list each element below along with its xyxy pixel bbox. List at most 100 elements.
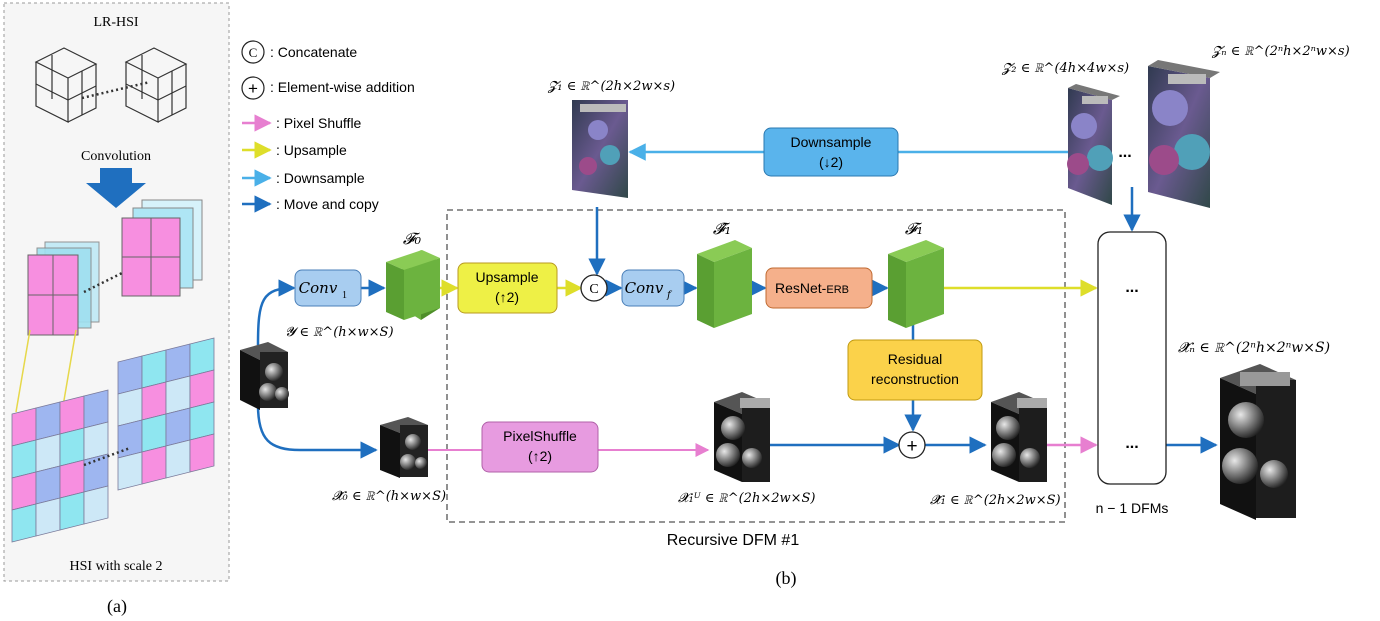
mosaic-cell	[165, 343, 191, 383]
downsample-scale: (↓2)	[819, 154, 843, 170]
mosaic-cell	[141, 413, 167, 453]
zn-label: 𝓩ₙ ∈ ℝ^(2ⁿh×2ⁿw×s)	[1211, 44, 1350, 59]
mosaic-cell	[59, 427, 85, 467]
legend-downsample-label: : Downsample	[276, 170, 365, 186]
lr-grid-right	[124, 47, 188, 123]
downsample-label: Downsample	[791, 134, 872, 150]
legend: C : Concatenate + : Element-wise additio…	[241, 40, 415, 213]
z1-label: 𝓩₁ ∈ ℝ^(2h×2w×s)	[547, 79, 675, 94]
convolution-arrow-icon	[86, 168, 146, 208]
shuffle-guide-left	[15, 329, 31, 413]
f1-cube	[888, 240, 944, 328]
x1-label: 𝓧̃₁ ∈ ℝ^(2h×2w×S)	[930, 493, 1061, 508]
dfm-stack-block: ... ...	[1097, 231, 1167, 485]
arrow-y-to-x0	[256, 404, 378, 459]
add-symbol: +	[906, 436, 917, 457]
caption-b: (b)	[776, 568, 797, 589]
caption-a: (a)	[107, 596, 127, 617]
z2-label: 𝓩₂ ∈ ℝ^(4h×4w×s)	[1001, 61, 1129, 76]
residual-line1: Residual	[888, 351, 942, 367]
convf-block: Conv f	[621, 269, 685, 307]
legend-concat-label: : Concatenate	[270, 44, 357, 60]
arrow-y-to-conv1	[256, 279, 296, 346]
mosaic-cell	[11, 503, 37, 543]
legend-concat-icon	[241, 40, 265, 64]
residual-line2: reconstruction	[871, 371, 959, 387]
xn-label: 𝓧̃ₙ ∈ ℝ^(2ⁿh×2ⁿw×S)	[1178, 340, 1330, 356]
hr-mosaic-right	[117, 337, 215, 491]
dfm-dots-bottom: ...	[1125, 435, 1138, 452]
mosaic-cell	[35, 497, 61, 537]
mosaic-cell	[141, 381, 167, 421]
mosaic-cell	[83, 485, 109, 525]
mosaic-cell	[59, 395, 85, 435]
concat-symbol: C	[589, 282, 598, 297]
legend-add-icon	[241, 76, 265, 100]
mosaic-cell	[117, 387, 143, 427]
mosaic-cell	[189, 401, 215, 441]
resnet-label: ResNet-ERB	[775, 280, 849, 296]
resnet-suffix: ERB	[826, 284, 849, 296]
resnet-erb-block: ResNet-ERB	[765, 267, 873, 309]
downsample-block: Downsample (↓2)	[763, 127, 899, 177]
recursive-dfm-frame	[446, 209, 1066, 523]
f0-cube-front	[386, 250, 440, 320]
mosaic-cell	[59, 459, 85, 499]
legend-move-copy-label: : Move and copy	[276, 196, 379, 212]
mosaic-cell	[189, 369, 215, 409]
mosaic-cell	[141, 445, 167, 485]
mosaic-cell	[117, 419, 143, 459]
mosaic-dots	[83, 446, 131, 467]
z2-image	[1067, 84, 1120, 205]
pixelshuffle-block: PixelShuffle (↑2)	[481, 421, 599, 473]
mosaic-cell	[189, 433, 215, 473]
lr-hsi-label: LR-HSI	[93, 15, 138, 30]
legend-concat-symbol: C	[249, 45, 258, 60]
conv1-subscript: 1	[342, 290, 347, 301]
mosaic-cell	[83, 453, 109, 493]
convf-subscript: f	[666, 290, 673, 301]
x1-image-cube	[991, 392, 1047, 482]
add-node: +	[898, 431, 926, 459]
pixelshuffle-label: PixelShuffle	[503, 428, 577, 444]
upsample-label: Upsample	[475, 269, 538, 285]
conv1-block: Conv 1	[294, 269, 362, 307]
mosaic-cell	[189, 337, 215, 377]
legend-add-symbol: +	[248, 79, 258, 98]
xn-image-cube	[1220, 364, 1296, 520]
convolution-label: Convolution	[81, 149, 151, 164]
x0-label: 𝓧̃₀ ∈ ℝ^(h×w×S)	[332, 489, 446, 504]
dfm-count-label: n − 1 DFMs	[1096, 500, 1169, 516]
mosaic-cell	[83, 389, 109, 429]
mosaic-cell	[165, 375, 191, 415]
legend-pixel-shuffle-label: : Pixel Shuffle	[276, 115, 362, 131]
f1hat-cube	[697, 240, 752, 328]
legend-upsample-label: : Upsample	[276, 142, 347, 158]
zn-image	[1148, 60, 1220, 208]
mosaic-cell	[35, 401, 61, 441]
feature-stack-left	[27, 241, 100, 336]
mosaic-cell	[83, 421, 109, 461]
residual-reconstruction-block: Residual reconstruction	[847, 339, 983, 401]
mosaic-cell	[35, 465, 61, 505]
concat-node: C	[580, 274, 608, 302]
x1u-image-cube	[714, 392, 770, 482]
convf-label: Conv	[625, 279, 664, 297]
z1-image	[572, 100, 628, 198]
z-dots: ...	[1118, 144, 1131, 161]
mosaic-cell	[11, 407, 37, 447]
recursive-dfm-label: Recursive DFM #1	[667, 532, 800, 549]
mosaic-cell	[117, 355, 143, 395]
mosaic-cell	[35, 433, 61, 473]
upsample-block: Upsample (↑2)	[457, 262, 558, 314]
mosaic-cell	[165, 407, 191, 447]
f0-label: 𝓕₀	[403, 229, 422, 248]
shuffle-guide-right	[61, 329, 77, 413]
conv1-label: Conv	[299, 279, 338, 297]
y-image-cube	[240, 342, 289, 410]
mosaic-cell	[117, 451, 143, 491]
f1-label: 𝓕₁	[905, 219, 923, 238]
feature-stack-right	[121, 199, 203, 297]
upsample-scale: (↑2)	[495, 289, 519, 305]
